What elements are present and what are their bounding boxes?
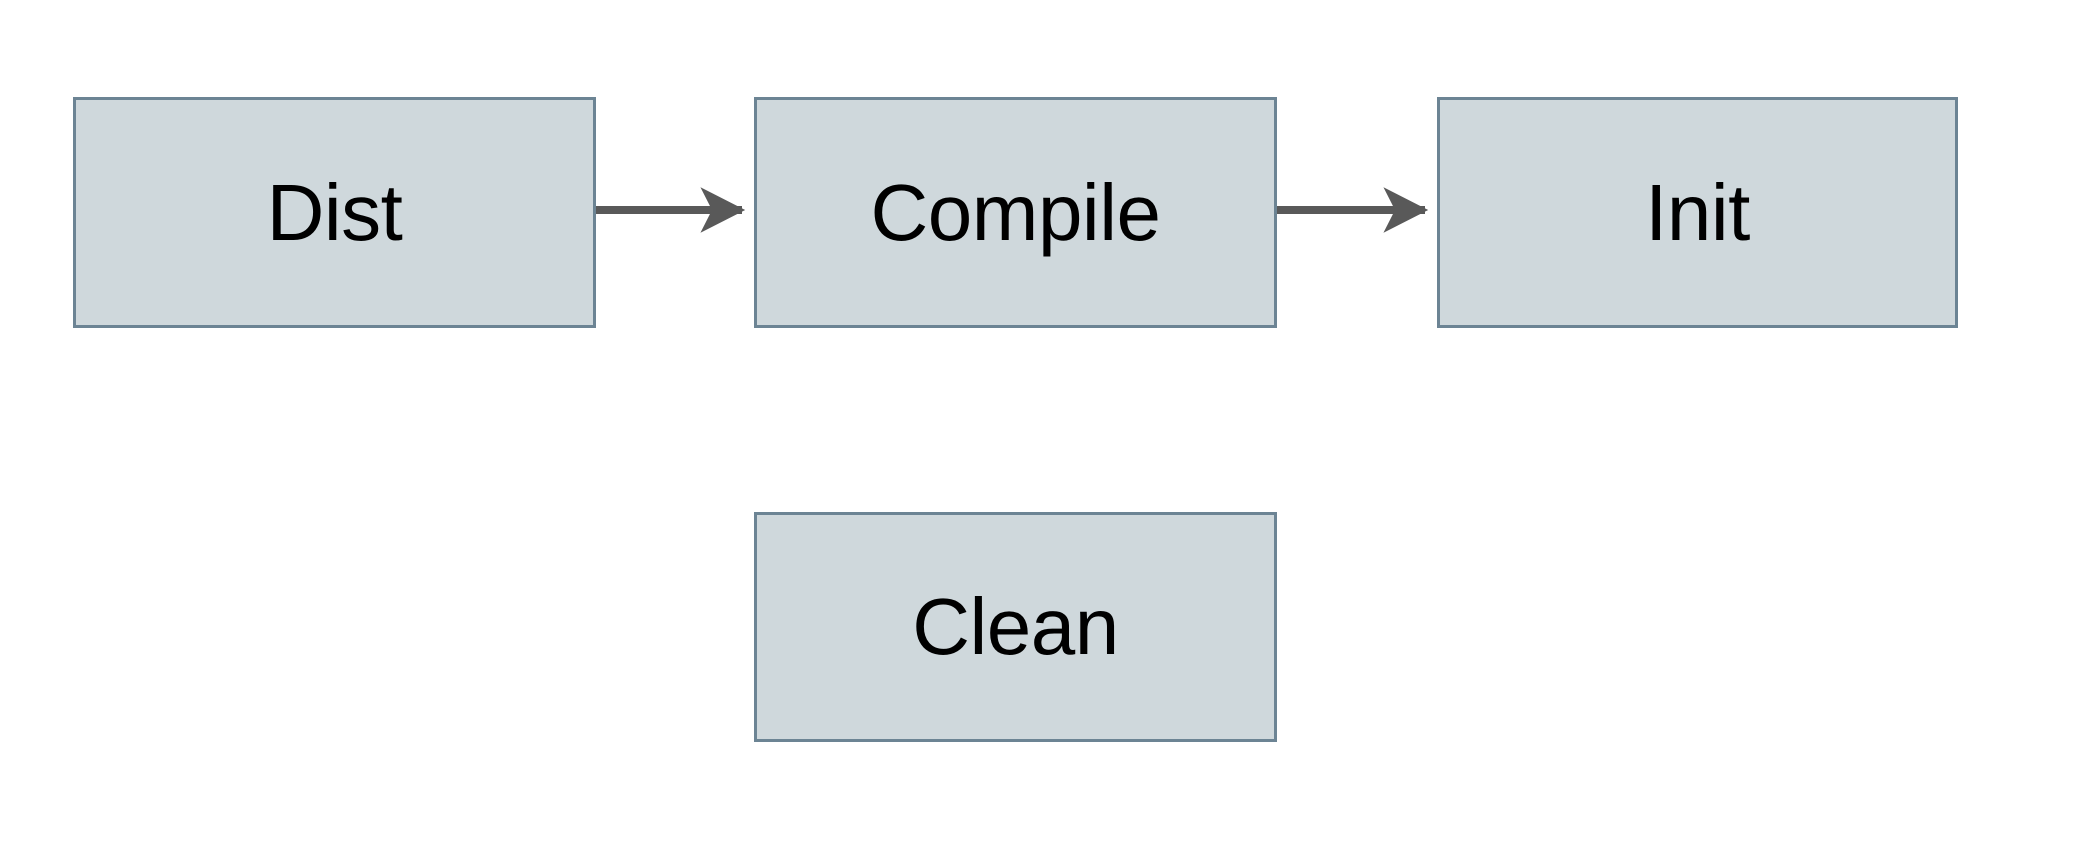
node-init[interactable]: Init (1437, 97, 1958, 328)
node-dist-label: Dist (266, 167, 403, 257)
node-init-label: Init (1645, 167, 1750, 257)
node-compile[interactable]: Compile (754, 97, 1277, 328)
node-clean-label: Clean (912, 582, 1119, 671)
node-clean[interactable]: Clean (754, 512, 1277, 742)
node-dist[interactable]: Dist (73, 97, 596, 328)
node-compile-label: Compile (870, 167, 1161, 257)
